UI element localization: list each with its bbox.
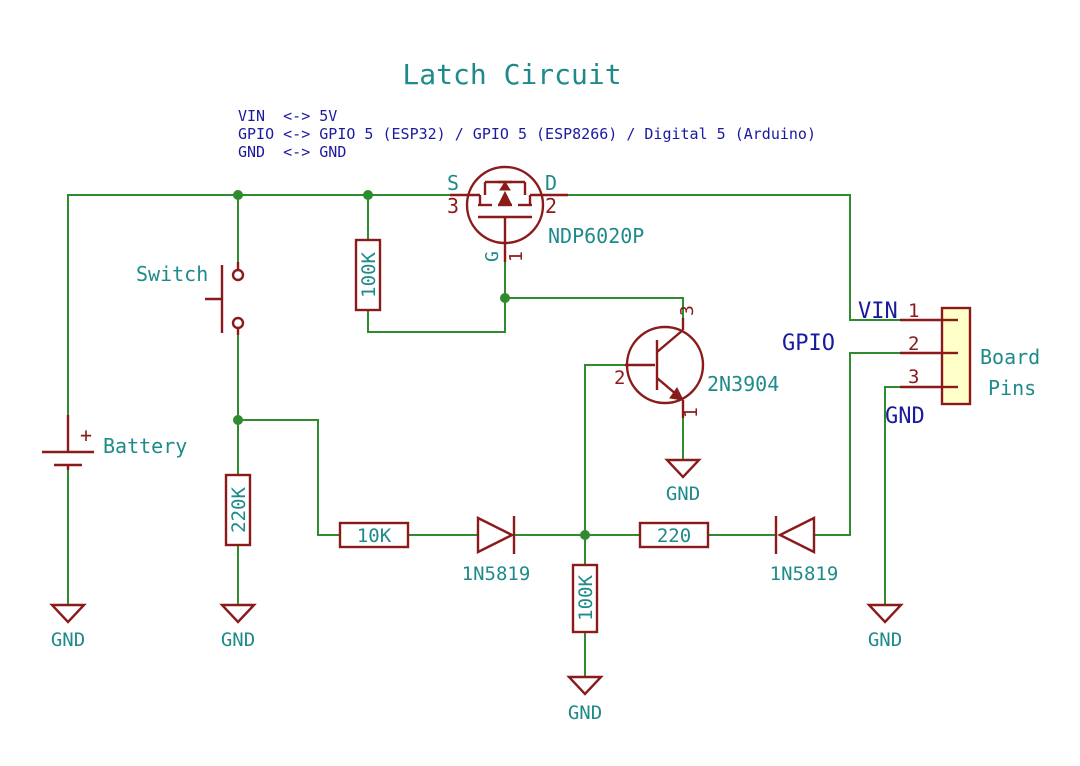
battery: + Battery <box>42 415 187 470</box>
junction-dot <box>363 190 373 200</box>
ground-100k: GND <box>566 675 604 724</box>
mosfet-num-g: 1 <box>506 251 527 262</box>
net-label-gpio: GPIO <box>782 331 835 356</box>
ground-label: GND <box>666 483 700 505</box>
diode-left: 1N5819 <box>462 516 531 585</box>
connector-pin2: 2 <box>908 333 919 355</box>
resistor-100k-top: 100K <box>354 238 382 312</box>
resistor-value: 100K <box>358 252 380 298</box>
note-gpio: GPIO <-> GPIO 5 (ESP32) / GPIO 5 (ESP826… <box>238 125 816 143</box>
net-label-vin: VIN <box>858 299 898 324</box>
transistor-num-c: 3 <box>677 305 698 316</box>
net-label-gnd: GND <box>885 404 925 429</box>
ground-label: GND <box>221 629 255 651</box>
resistor-100k-bottom: 100K <box>571 563 599 634</box>
ground-label: GND <box>568 702 602 724</box>
junctions <box>233 190 590 540</box>
ground-220k: GND <box>219 603 257 651</box>
switch-label: Switch <box>136 262 208 286</box>
ground-label: GND <box>51 629 85 651</box>
resistor-value: 100K <box>575 575 597 621</box>
ground-battery: GND <box>49 603 87 651</box>
connector-label-line2: Pins <box>988 376 1036 400</box>
ground-label: GND <box>868 629 902 651</box>
mosfet-label: NDP6020P <box>548 224 644 248</box>
resistor-value: 10K <box>357 525 392 547</box>
resistor-10k: 10K <box>338 521 410 549</box>
resistor-value: 220 <box>657 525 691 547</box>
junction-dot <box>233 415 243 425</box>
ground-transistor: GND <box>664 458 702 505</box>
mosfet-pin-s: S <box>447 171 459 195</box>
junction-dot <box>580 530 590 540</box>
resistor-value: 220K <box>228 487 250 533</box>
mosfet-pin-d: D <box>545 171 557 195</box>
transistor-num-b: 2 <box>614 367 625 389</box>
connector-pin1: 1 <box>908 300 919 322</box>
transistor-num-e: 1 <box>681 407 702 418</box>
note-gnd: GND <-> GND <box>238 143 346 161</box>
diode-label: 1N5819 <box>462 563 531 585</box>
connector-label-line1: Board <box>980 345 1040 369</box>
diagram-title: Latch Circuit <box>402 58 621 91</box>
transistor-label: 2N3904 <box>707 372 779 396</box>
mosfet-num-s: 3 <box>447 194 459 218</box>
switch: Switch <box>136 262 245 335</box>
diode-label: 1N5819 <box>770 563 839 585</box>
mosfet-ndp6020p: S 3 D 2 G 1 NDP6020P <box>447 165 644 262</box>
resistor-220: 220 <box>638 521 710 549</box>
resistor-220k: 220K <box>224 473 252 547</box>
wires <box>67 194 901 678</box>
transistor-2n3904: 3 2 1 2N3904 <box>614 305 779 418</box>
diode-right: 1N5819 <box>770 516 839 585</box>
junction-dot <box>500 293 510 303</box>
battery-label: Battery <box>103 434 187 458</box>
battery-plus: + <box>80 423 92 447</box>
mosfet-pin-g: G <box>482 251 503 262</box>
connector-pin3: 3 <box>908 366 919 388</box>
board-pins-connector: 1 2 3 Board Pins <box>900 300 1040 406</box>
mosfet-num-d: 2 <box>545 194 557 218</box>
ground-connector: GND <box>866 603 904 651</box>
note-vin: VIN <-> 5V <box>238 107 337 125</box>
junction-dot <box>233 190 243 200</box>
